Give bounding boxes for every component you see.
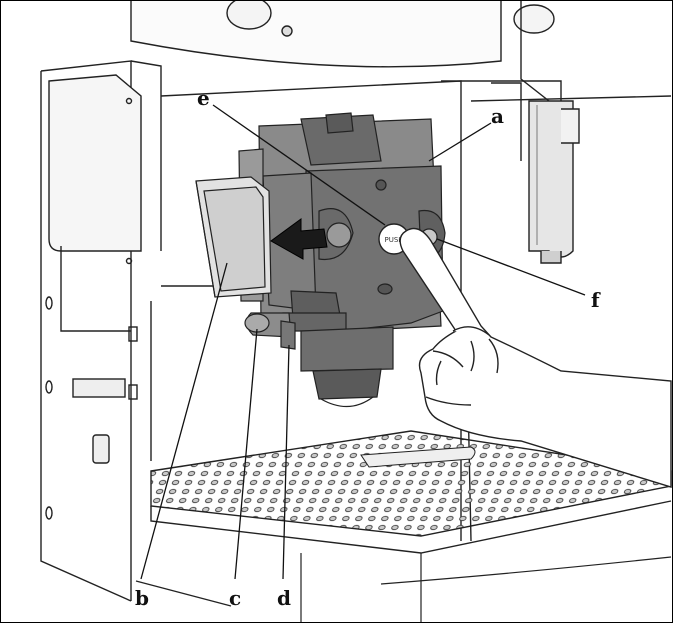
- label-b: b: [135, 586, 149, 610]
- drip-tray: [135, 430, 672, 622]
- steam-wand: [520, 1, 580, 264]
- label-f: f: [591, 288, 601, 312]
- push-button-text: PUSH: [384, 236, 403, 244]
- leader-line-a: [428, 122, 492, 162]
- label-d: d: [277, 586, 291, 610]
- brew-unit: [244, 112, 446, 408]
- leader-line-c: [234, 328, 258, 580]
- label-c: c: [229, 586, 241, 610]
- leader-line-b: [140, 262, 228, 580]
- label-e: e: [197, 86, 210, 110]
- direction-arrow: [270, 218, 328, 260]
- leader-line-d: [282, 344, 290, 580]
- leader-lines: [140, 104, 586, 580]
- leader-line-e: [212, 104, 386, 226]
- leader-line-f: [436, 238, 586, 296]
- front-panel: [195, 148, 272, 302]
- label-a: a: [491, 104, 504, 128]
- hand-illustration: [399, 227, 672, 488]
